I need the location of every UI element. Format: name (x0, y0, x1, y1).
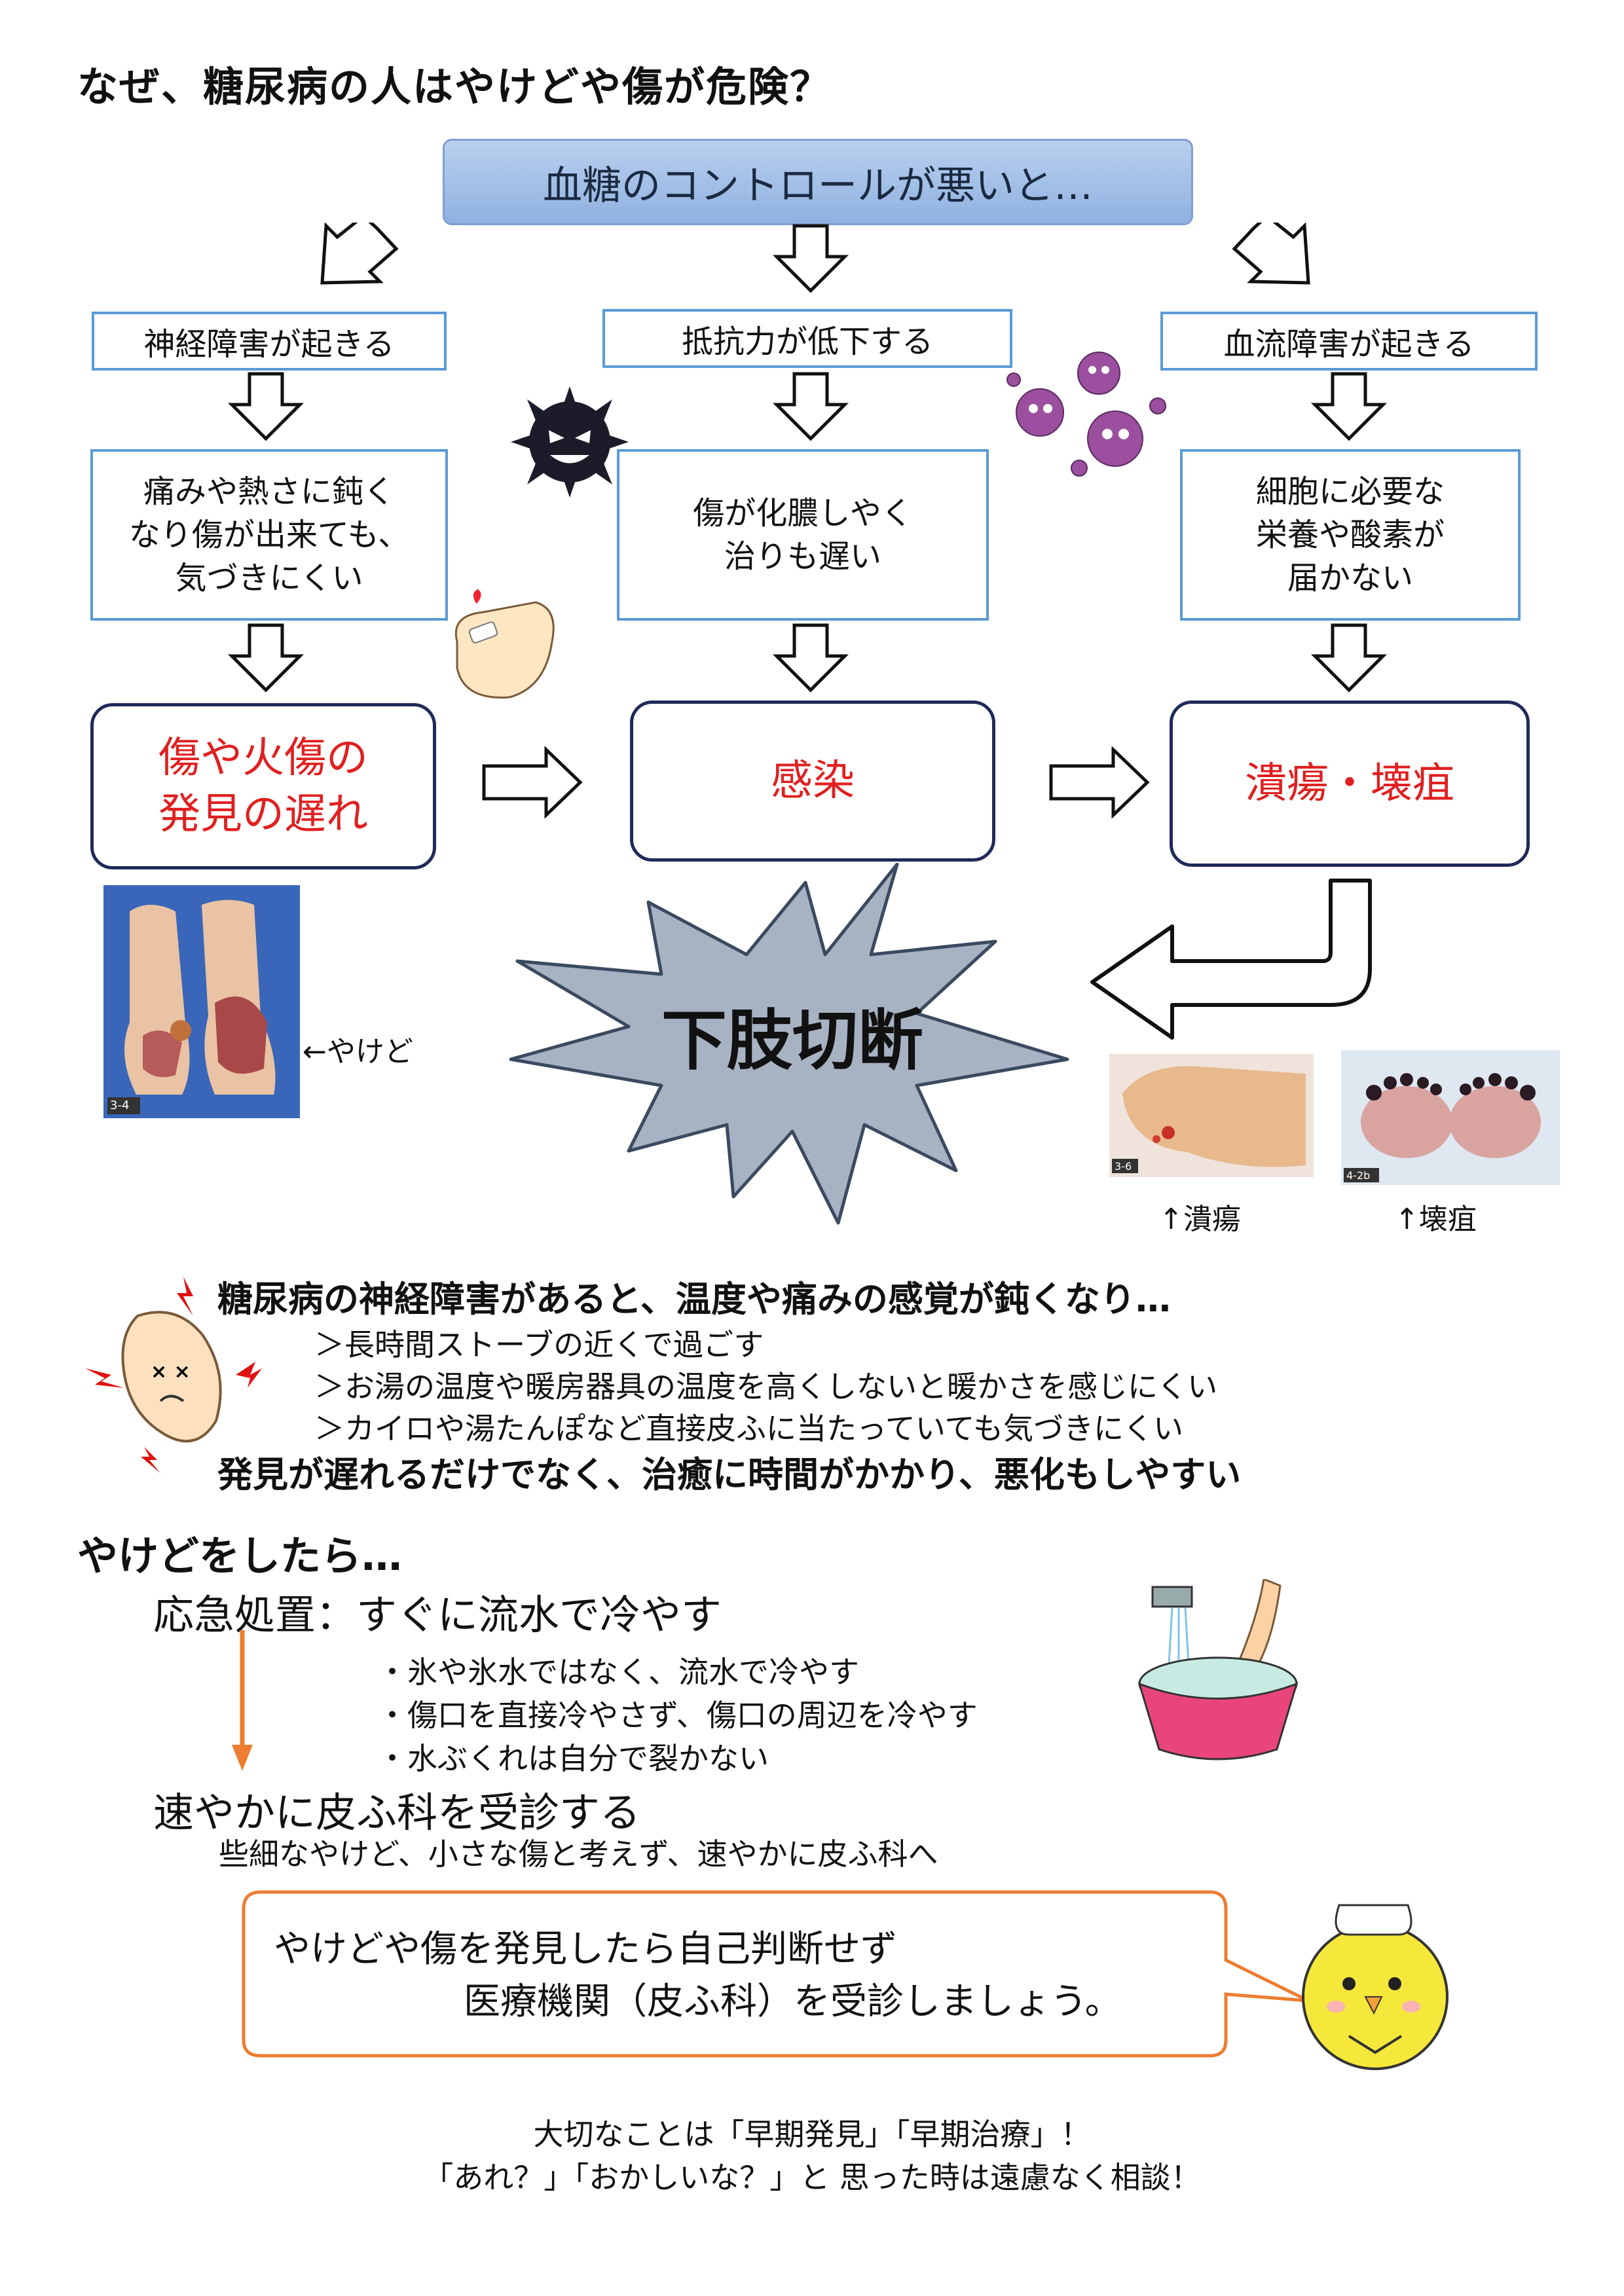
detail-nerve: 痛みや熱さに鈍くなり傷が出来ても、気づきにくい (90, 449, 448, 621)
callout-line1: やけどや傷を発見したら自己判断せず (274, 1928, 897, 1971)
result-late-detection: 傷や火傷の発見の遅れ (90, 703, 436, 869)
amputation-label: 下肢切断 (661, 1002, 923, 1079)
neuro-item: ＞お湯の温度や暖房器具の温度を高くしないと暖かさを感じにくい (314, 1369, 1218, 1404)
photo-tag: 3-4 (110, 1099, 130, 1112)
header-circulation: 血流障害が起きる (1160, 312, 1538, 371)
photo-tag: 4-2b (1346, 1169, 1371, 1182)
arrow-down-right-icon (1232, 223, 1310, 285)
callout-line2: 医療機関（皮ふ科）を受診しましょう。 (464, 1980, 1122, 2023)
detail-circulation: 細胞に必要な栄養や酸素が届かない (1180, 449, 1521, 621)
arrow-right-icon (482, 746, 583, 818)
first-aid-bullet: ・氷や氷水ではなく、流水で冷やす (377, 1654, 859, 1690)
arrow-down-icon (772, 623, 849, 693)
arrow-down-icon (227, 372, 304, 441)
curved-arrow-left-icon (1090, 879, 1372, 1040)
svg-text:× ×: × × (151, 1360, 191, 1383)
footer-line1: 大切なことは「早期発見」「早期治療」！ (533, 2117, 1091, 2152)
header-immunity: 抵抗力が低下する (602, 309, 1012, 368)
detail-immunity: 傷が化膿しやく治りも遅い (617, 449, 989, 621)
neuro-lead: 糖尿病の神経障害があると、温度や痛みの感覚が鈍くなり… (217, 1279, 1171, 1320)
chick-nurse-icon (1302, 1904, 1449, 2070)
arrow-down-icon (1310, 623, 1388, 693)
photo-tag: 3-6 (1115, 1160, 1132, 1173)
amputation-starburst (509, 863, 1069, 1225)
result-infection: 感染 (630, 701, 995, 862)
top-box: 血糖のコントロールが悪いと… (443, 139, 1193, 225)
hurt-foot-icon: × × (85, 1277, 262, 1473)
neuro-item: ＞長時間ストーブの近くで過ごす (314, 1327, 764, 1362)
ulcer-caption: ↑潰瘍 (1159, 1203, 1241, 1236)
arrow-down-icon (227, 623, 304, 693)
header-nerve: 神経障害が起きる (92, 312, 447, 371)
page-title: なぜ、糖尿病の人はやけどや傷が危険？ (77, 63, 832, 111)
result-ulcer-gangrene: 潰瘍・壊疽 (1170, 701, 1530, 867)
bandaged-foot-icon (454, 589, 555, 699)
arrow-right-icon (1049, 746, 1150, 818)
clinic-heading: 速やかに皮ふ科を受診する (153, 1789, 641, 1836)
gangrene-photo: 4-2b (1341, 1050, 1560, 1185)
burn-photo: 3-4 (103, 885, 300, 1118)
ulcer-photo: 3-6 (1109, 1054, 1314, 1177)
arrow-down-icon (1310, 372, 1388, 441)
gangrene-caption: ↑壊疽 (1395, 1203, 1477, 1236)
cooling-water-icon (1137, 1579, 1299, 1760)
arrow-down-icon (772, 224, 849, 293)
first-aid-bullet: ・傷口を直接冷やさず、傷口の周辺を冷やす (377, 1698, 978, 1733)
burn-care-heading: やけどをしたら… (77, 1532, 403, 1580)
purple-germs-icon (1006, 352, 1166, 477)
first-aid-bullet: ・水ぶくれは自分で裂かない (377, 1741, 769, 1776)
first-aid-heading: 応急処置：すぐに流水で冷やす (153, 1591, 722, 1639)
arrow-down-icon (772, 372, 849, 441)
orange-arrow-down-icon (232, 1630, 253, 1771)
arrow-down-left-icon (320, 223, 399, 285)
footer-line2: 「あれ？」「おかしいな？」と 思った時は遠慮なく相談！ (423, 2160, 1201, 2195)
callout-bubble (242, 1890, 1310, 2058)
black-germ-icon (511, 386, 629, 498)
clinic-note: 些細なやけど、小さな傷と考えず、速やかに皮ふ科へ (219, 1836, 938, 1872)
neuro-item: ＞カイロや湯たんぽなど直接皮ふに当たっていても気づきにくい (314, 1411, 1184, 1446)
burn-caption: ←やけど (303, 1035, 413, 1068)
neuro-conclusion: 発見が遅れるだけでなく、治癒に時間がかかり、悪化もしやすい (217, 1454, 1242, 1495)
